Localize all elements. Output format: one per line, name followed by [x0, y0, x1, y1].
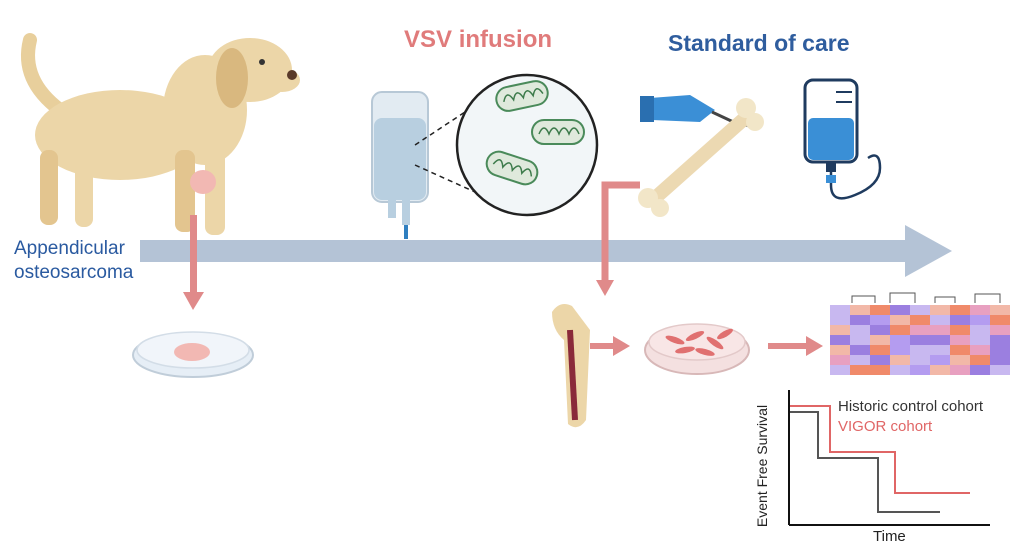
virus-icon [485, 80, 585, 186]
osteosarcoma-label-line1: Appendicular [14, 238, 125, 259]
zoom-line-top [414, 109, 469, 146]
heatmap-cell [910, 365, 930, 375]
heatmap-cell [890, 345, 910, 355]
heatmap-cell [910, 355, 930, 365]
heatmap-cell [990, 305, 1010, 315]
heatmap-cell [850, 315, 870, 325]
cell-culture-dish-icon [644, 323, 750, 375]
heatmap-cell [830, 325, 850, 335]
heatmap-cell [990, 355, 1010, 365]
arrow-dog-to-dish [183, 215, 204, 310]
survival-plot-ylabel: Event Free Survival [754, 404, 770, 528]
timeline-arrow [140, 225, 952, 277]
heatmap-cell [830, 365, 850, 375]
legend-historic: Historic control cohort [838, 398, 984, 415]
bone-section-icon [552, 304, 590, 428]
heatmap-cell [850, 365, 870, 375]
heatmap-cell [950, 325, 970, 335]
heatmap-cell [910, 335, 930, 345]
heatmap-cell [870, 365, 890, 375]
survival-plot-axes [788, 390, 990, 526]
heatmap-cell [870, 325, 890, 335]
heatmap-cell [950, 305, 970, 315]
heatmap-cell [990, 335, 1010, 345]
heatmap-cell [890, 315, 910, 325]
zoom-line-bottom [414, 164, 476, 193]
standard-of-care-title: Standard of care [668, 30, 850, 56]
heatmap-cell [930, 365, 950, 375]
heatmap-cell [890, 305, 910, 315]
vsv-infusion-title: VSV infusion [404, 26, 553, 53]
heatmap-cell [830, 315, 850, 325]
tumor-icon [190, 170, 216, 194]
heatmap-cell [870, 345, 890, 355]
bone-icon [638, 98, 764, 217]
iv-bag-icon [371, 91, 429, 239]
heatmap-cell [970, 335, 990, 345]
heatmap-cell [950, 315, 970, 325]
heatmap-cell [870, 335, 890, 345]
vigor-curve [790, 405, 970, 494]
heatmap-cell [910, 345, 930, 355]
virus-zoom-circle [455, 73, 599, 217]
heatmap-cell [850, 305, 870, 315]
survival-plot-xlabel: Time [873, 528, 906, 545]
heatmap-cell [890, 325, 910, 335]
heatmap-cell [930, 325, 950, 335]
iv-line-icon [803, 78, 882, 200]
heatmap-cell [870, 305, 890, 315]
heatmap-cell [930, 355, 950, 365]
heatmap-cell [990, 315, 1010, 325]
heatmap-cell [950, 365, 970, 375]
heatmap-icon [830, 292, 1010, 375]
heatmap-cell [910, 315, 930, 325]
heatmap-cell [930, 305, 950, 315]
heatmap-cell [970, 365, 990, 375]
heatmap-cell [950, 355, 970, 365]
heatmap-cell [850, 325, 870, 335]
heatmap-cell [970, 315, 990, 325]
heatmap-cell [930, 335, 950, 345]
heatmap-cell [970, 355, 990, 365]
heatmap-dendrogram [851, 292, 1001, 303]
heatmap-cell [970, 325, 990, 335]
heatmap-cell [930, 345, 950, 355]
heatmap-cell [830, 335, 850, 345]
heatmap-cell [850, 335, 870, 345]
heatmap-cell [870, 355, 890, 365]
heatmap-cell [830, 305, 850, 315]
heatmap-cell [890, 355, 910, 365]
heatmap-cell [830, 345, 850, 355]
heatmap-cell [970, 305, 990, 315]
heatmap-cell [950, 345, 970, 355]
heatmap-cell [910, 325, 930, 335]
heatmap-cell [990, 345, 1010, 355]
legend-vigor: VIGOR cohort [838, 418, 933, 435]
heatmap-cell [990, 325, 1010, 335]
heatmap-cell [970, 345, 990, 355]
dog-icon [21, 33, 300, 235]
heatmap-cell [990, 365, 1010, 375]
historic-control-curve [790, 411, 940, 513]
heatmap-cell [850, 345, 870, 355]
heatmap-cell [870, 315, 890, 325]
heatmap-cell [830, 355, 850, 365]
heatmap-cell [910, 305, 930, 315]
heatmap-cell [950, 335, 970, 345]
heatmap-cell [850, 355, 870, 365]
heatmap-cell [930, 315, 950, 325]
heatmap-cell [890, 335, 910, 345]
heatmap-cell [890, 365, 910, 375]
arrow-bone-to-section [596, 181, 640, 296]
osteosarcoma-label-line2: osteosarcoma [14, 262, 134, 283]
arrow-to-culture [590, 336, 630, 356]
osteosarcoma-label: Appendicular osteosarcoma [14, 237, 133, 285]
petri-dish-icon [132, 331, 254, 378]
arrow-to-heatmap [768, 336, 823, 356]
